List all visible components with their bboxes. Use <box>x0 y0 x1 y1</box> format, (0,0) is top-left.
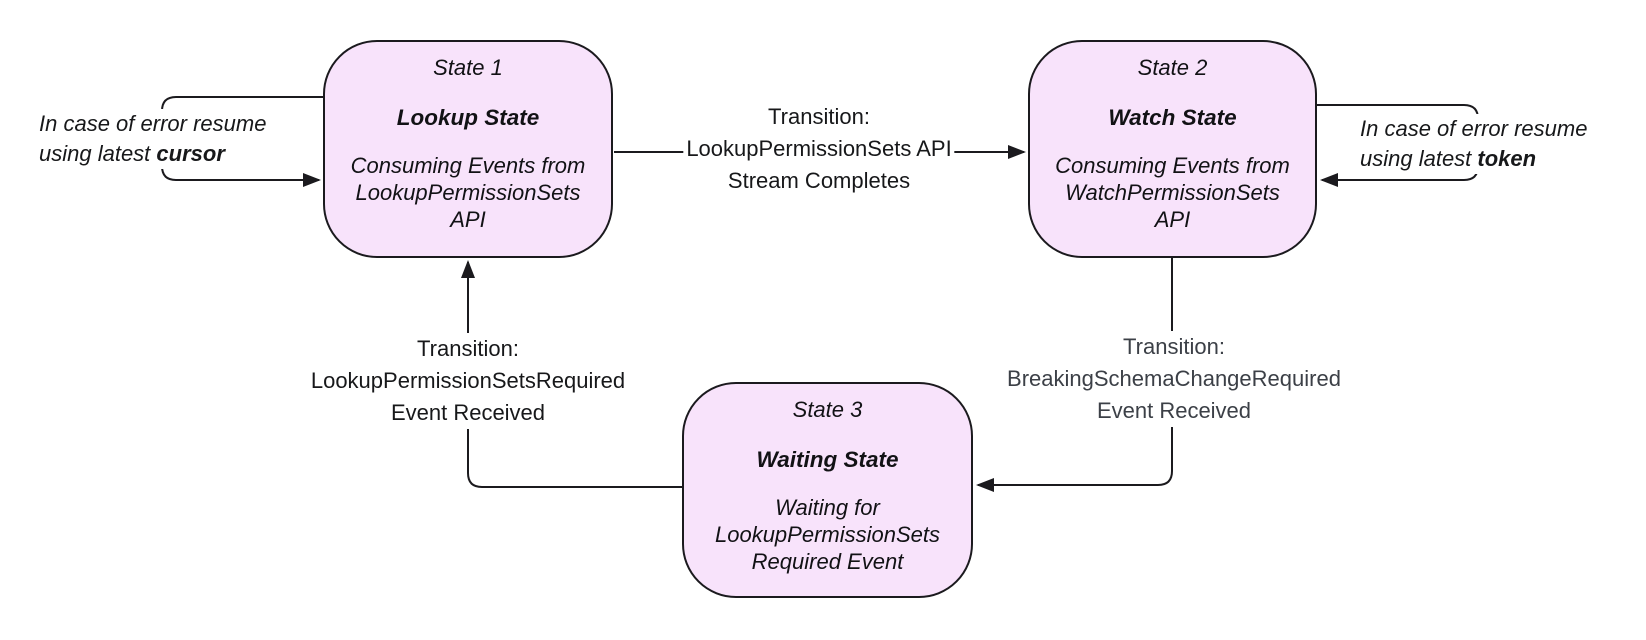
error-note-cursor: In case of error resume using latest cur… <box>37 109 269 169</box>
state-node-lookup: State 1 Lookup State Consuming Events fr… <box>323 40 613 258</box>
error-note-line1: In case of error resume <box>1360 116 1588 141</box>
state-description: Waiting for LookupPermissionSets Require… <box>714 495 940 574</box>
state-node-waiting: State 3 Waiting State Waiting for Lookup… <box>682 382 973 598</box>
transition-label-breaking-schema-change: Transition: BreakingSchemaChangeRequired… <box>1004 331 1344 427</box>
error-note-keyword: cursor <box>156 141 225 166</box>
state-node-watch: State 2 Watch State Consuming Events fro… <box>1028 40 1317 258</box>
arrow-waiting-to-lookup <box>461 260 682 488</box>
state-description: Consuming Events from WatchPermissionSet… <box>1055 153 1290 232</box>
state-description: Consuming Events from LookupPermissionSe… <box>350 153 586 232</box>
error-note-token: In case of error resume using latest tok… <box>1358 114 1590 174</box>
error-note-line2-prefix: using latest <box>1360 146 1478 171</box>
error-note-keyword: token <box>1477 146 1537 171</box>
state-number: State 3 <box>792 397 863 422</box>
state-title: Watch State <box>1108 105 1237 130</box>
state-title: Waiting State <box>756 447 899 472</box>
error-note-line1: In case of error resume <box>39 111 267 136</box>
state-title: Lookup State <box>396 105 540 130</box>
transition-label-stream-completes: Transition: LookupPermissionSets API Str… <box>683 101 955 197</box>
state-number: State 2 <box>1137 55 1208 80</box>
state-number: State 1 <box>433 55 503 80</box>
arrow-watch-to-waiting <box>976 258 1173 492</box>
transition-label-lookup-required: Transition: LookupPermissionSetsRequired… <box>307 333 629 429</box>
error-note-line2-prefix: using latest <box>39 141 157 166</box>
